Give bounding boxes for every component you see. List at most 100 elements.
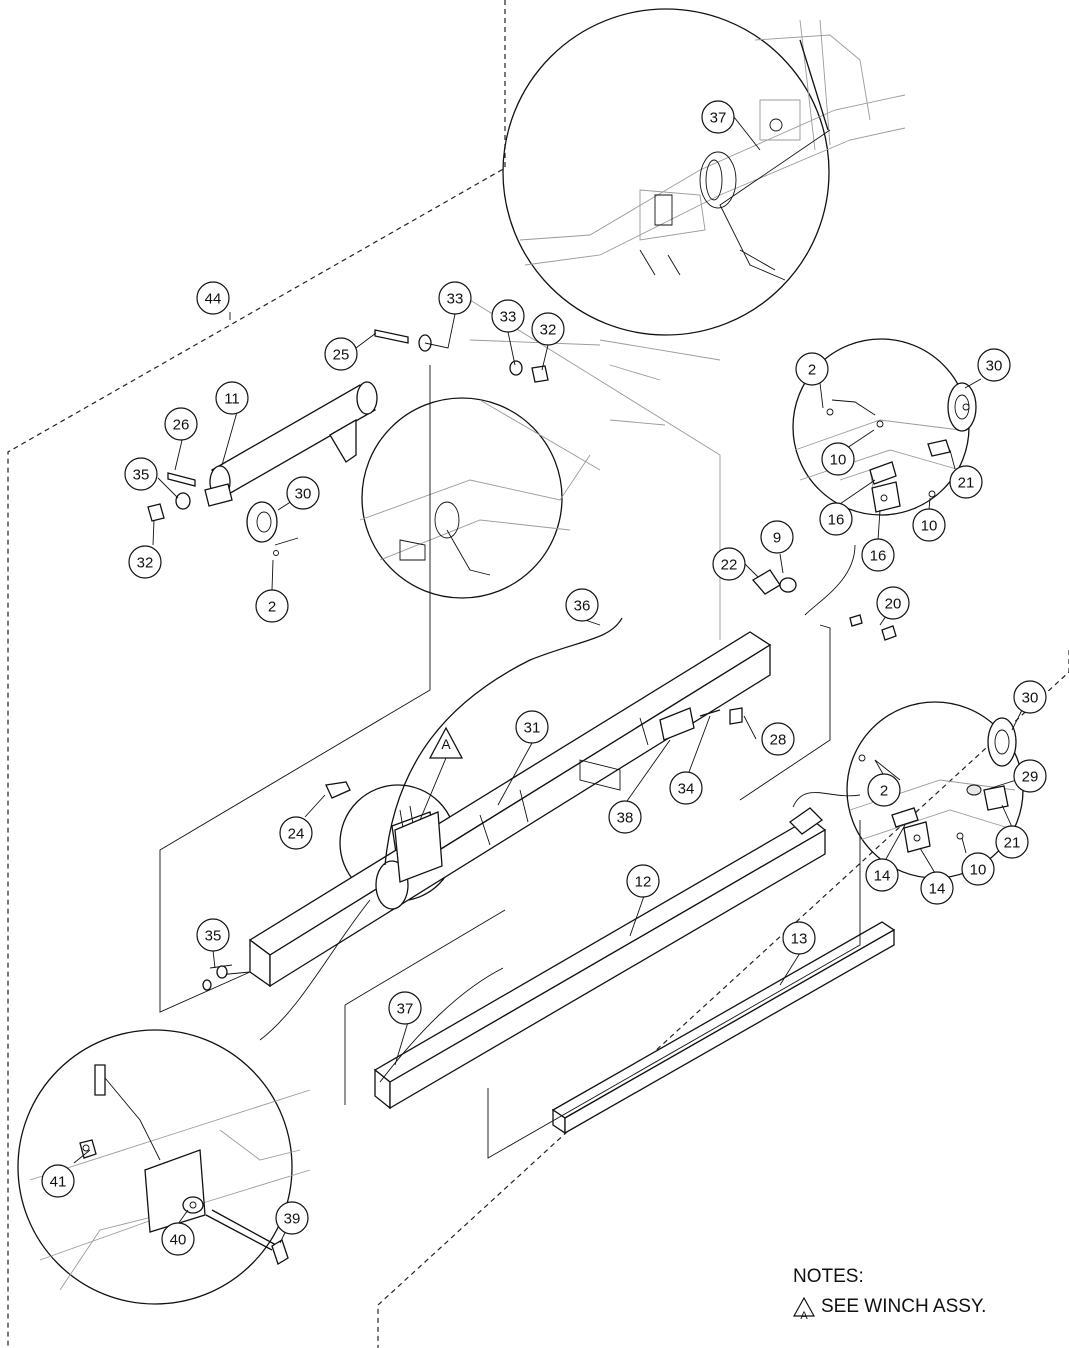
part-balloon-16: 16 xyxy=(819,502,853,536)
note-text: SEE WINCH ASSY. xyxy=(821,1296,987,1317)
balloon-label: 11 xyxy=(224,391,240,408)
balloon-circle xyxy=(215,381,249,415)
part-balloon-16: 16 xyxy=(861,538,895,572)
balloon-circle xyxy=(196,918,230,952)
balloon-circle xyxy=(795,352,829,386)
note-triangle-letter: A xyxy=(800,1310,808,1322)
balloon-label: 35 xyxy=(133,467,150,484)
balloon-label: 29 xyxy=(1022,769,1039,786)
balloon-label: 16 xyxy=(828,512,845,529)
hardware-parts xyxy=(147,329,897,799)
balloon-label: 32 xyxy=(137,555,154,572)
winch-reference-triangle: A xyxy=(419,726,464,821)
part-balloon-35: 35 xyxy=(124,457,158,491)
balloon-circle xyxy=(1013,680,1047,714)
notes-block: NOTES: A SEE WINCH ASSY. xyxy=(793,1262,986,1322)
part-balloon-32: 32 xyxy=(531,312,565,346)
balloon-label: 39 xyxy=(284,1211,301,1228)
part-balloon-35: 35 xyxy=(196,918,230,952)
balloon-circle xyxy=(565,588,599,622)
part-balloon-29: 29 xyxy=(1013,759,1047,793)
balloon-circle xyxy=(977,348,1011,382)
detail-circle-top-winch xyxy=(502,8,906,336)
part-balloon-30: 30 xyxy=(977,348,1011,382)
balloon-circle xyxy=(279,816,313,850)
balloon-label: 33 xyxy=(447,291,464,308)
balloon-label: 2 xyxy=(880,783,888,800)
balloon-circle xyxy=(876,586,910,620)
part-balloon-25: 25 xyxy=(324,337,358,371)
balloon-label: 34 xyxy=(678,781,695,798)
balloon-circle xyxy=(255,589,289,623)
part-balloon-21: 21 xyxy=(949,465,983,499)
balloon-circle xyxy=(920,871,954,905)
part-balloon-31: 31 xyxy=(515,710,549,744)
balloon-circle xyxy=(286,476,320,510)
part-balloon-41: 41 xyxy=(41,1164,75,1198)
balloon-circle xyxy=(324,337,358,371)
part-balloon-21: 21 xyxy=(995,825,1029,859)
part-balloon-37: 37 xyxy=(388,991,422,1025)
part-balloon-20: 20 xyxy=(876,586,910,620)
part-balloon-30: 30 xyxy=(1013,680,1047,714)
balloon-label: 31 xyxy=(524,720,541,737)
balloon-circle xyxy=(626,864,660,898)
part-balloon-26: 26 xyxy=(164,407,198,441)
part-balloon-32: 32 xyxy=(128,545,162,579)
part-balloon-2: 2 xyxy=(867,773,901,807)
balloon-circle xyxy=(275,1201,309,1235)
main-tube-31 xyxy=(202,631,772,991)
bar-13 xyxy=(551,921,896,1135)
balloon-circle xyxy=(41,1164,75,1198)
part-balloon-2: 2 xyxy=(255,589,289,623)
balloon-label: 12 xyxy=(635,874,652,891)
detail-circle-upper-pulley xyxy=(792,338,977,516)
part-balloon-37: 37 xyxy=(701,100,735,134)
balloon-circle xyxy=(438,281,472,315)
balloon-circle xyxy=(515,710,549,744)
balloon-label: 20 xyxy=(885,596,902,613)
notes-heading: NOTES: xyxy=(793,1266,864,1287)
part-balloon-13: 13 xyxy=(782,921,816,955)
part-balloon-14: 14 xyxy=(920,871,954,905)
balloon-circle xyxy=(164,407,198,441)
balloon-circle xyxy=(961,852,995,886)
balloon-circle xyxy=(867,773,901,807)
balloon-circle xyxy=(761,722,795,756)
balloon-label: 21 xyxy=(1004,835,1021,852)
balloon-label: 2 xyxy=(808,362,816,379)
part-balloon-11: 11 xyxy=(215,381,249,415)
boom-12 xyxy=(373,807,827,1110)
part-balloon-33: 33 xyxy=(491,299,525,333)
detail-circle-middle-winch xyxy=(359,299,721,640)
part-balloon-2: 2 xyxy=(795,352,829,386)
part-balloon-9: 9 xyxy=(760,520,794,554)
balloon-label: 40 xyxy=(170,1232,187,1249)
assembly-boundary-dashed xyxy=(7,0,1069,1348)
balloon-label: 37 xyxy=(397,1001,414,1018)
balloon-circle xyxy=(782,921,816,955)
note-triangle-icon: A xyxy=(793,1297,815,1322)
part-balloon-40: 40 xyxy=(161,1222,195,1256)
balloon-circle xyxy=(821,442,855,476)
balloon-label: 13 xyxy=(791,931,808,948)
balloon-circle xyxy=(861,538,895,572)
part-balloon-30: 30 xyxy=(286,476,320,510)
balloon-label: 44 xyxy=(205,291,222,308)
part-balloon-10: 10 xyxy=(821,442,855,476)
balloon-circle xyxy=(531,312,565,346)
part-balloon-12: 12 xyxy=(626,864,660,898)
balloon-label: 36 xyxy=(574,598,591,615)
balloon-label: 25 xyxy=(333,347,350,364)
balloon-circle xyxy=(701,100,735,134)
balloon-circle xyxy=(995,825,1029,859)
balloon-leaders xyxy=(73,116,1030,1244)
balloon-label: 41 xyxy=(50,1174,67,1191)
balloon-circle xyxy=(669,771,703,805)
balloon-label: 30 xyxy=(1022,690,1039,707)
balloon-circle xyxy=(124,457,158,491)
balloon-label: 37 xyxy=(710,110,727,127)
balloon-circle xyxy=(819,502,853,536)
balloon-label: 32 xyxy=(540,322,557,339)
cables-and-leaders xyxy=(159,365,861,1159)
